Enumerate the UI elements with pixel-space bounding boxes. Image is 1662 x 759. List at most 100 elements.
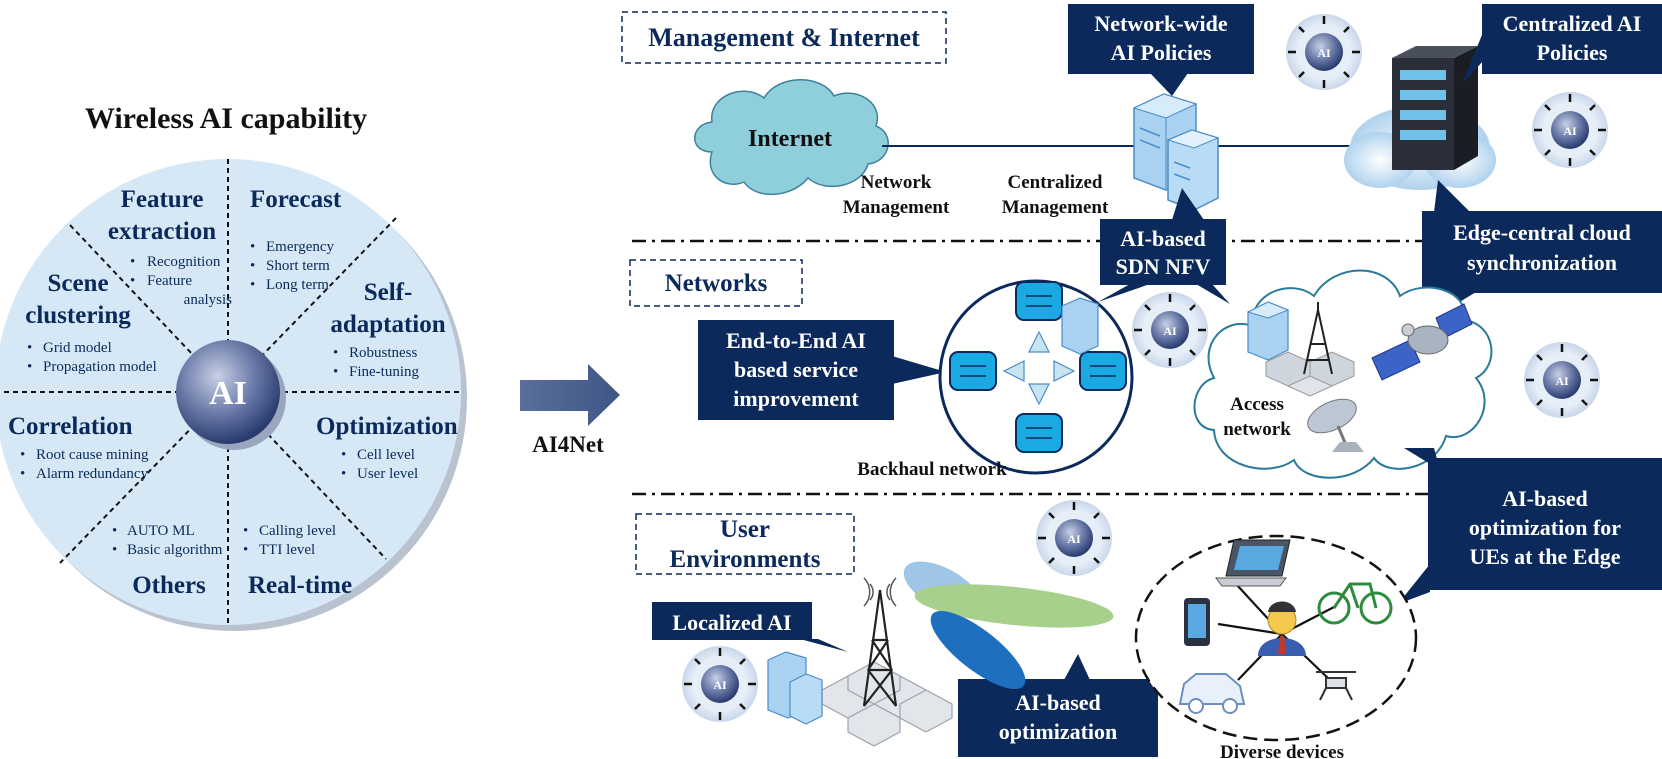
svg-text:AI: AI: [1555, 374, 1569, 388]
svg-text:•: •: [130, 254, 135, 270]
beam-2: [914, 584, 1114, 628]
svg-text:•: •: [341, 466, 346, 482]
correlation-item-2: Alarm redundancy: [36, 466, 149, 482]
callout-network-wide: Network-wide AI Policies: [1068, 4, 1254, 96]
sector-title-self-1: Self-: [364, 279, 413, 306]
laptop-icon: [1215, 539, 1291, 587]
svg-text:AI: AI: [1163, 324, 1177, 338]
svg-text:AI-based: AI-based: [1502, 486, 1588, 511]
layer-box-user-env: [635, 513, 855, 575]
sector-title-optimization: Optimization: [316, 413, 458, 440]
svg-text:improvement: improvement: [733, 386, 859, 411]
sector-title-correlation: Correlation: [8, 413, 133, 440]
ai-core-label: AI: [209, 375, 247, 412]
base-station-icon: [821, 577, 953, 747]
sector-title-others: Others: [132, 572, 206, 599]
layer-label-networks: Networks: [665, 270, 768, 297]
network-management-label-2: Management: [843, 197, 950, 218]
beam-3: [930, 610, 1026, 690]
svg-text:SDN NFV: SDN NFV: [1116, 254, 1211, 279]
ai-node-icon: AI: [1286, 14, 1362, 90]
correlation-item-1: Root cause mining: [36, 447, 149, 463]
svg-text:•: •: [27, 340, 32, 356]
bicycle-icon: [1317, 582, 1393, 625]
layer-separators: [632, 239, 1448, 496]
svg-text:optimization for: optimization for: [1469, 515, 1621, 540]
svg-text:AI: AI: [1563, 124, 1577, 138]
svg-text:AI: AI: [713, 678, 727, 692]
optimization-item-2: User level: [357, 466, 418, 482]
internet-label: Internet: [748, 126, 832, 152]
callout-localized-ai: Localized AI: [652, 602, 848, 652]
satellite-dish-icon: [1307, 398, 1364, 452]
others-item-2: Basic algorithm: [127, 542, 223, 558]
ai4net-label: AI4Net: [532, 432, 604, 457]
realtime-item-1: Calling level: [259, 523, 336, 539]
forecast-item-1: Emergency: [266, 239, 335, 255]
svg-text:optimization: optimization: [999, 719, 1118, 744]
satellite-icon: [1371, 303, 1473, 381]
diverse-devices-label: Diverse devices: [1220, 742, 1344, 759]
svg-text:•: •: [112, 523, 117, 539]
scene-item-2: Propagation model: [43, 359, 157, 375]
callout-edge-central: Edge-central cloud synchronization: [1422, 180, 1662, 314]
self-item-2: Fine-tuning: [349, 364, 419, 380]
drone-icon: [1316, 671, 1356, 701]
access-network-label-2: network: [1223, 419, 1291, 440]
feature-item-1: Recognition: [147, 254, 221, 270]
svg-text:•: •: [250, 277, 255, 293]
ai4net-arrow: [520, 364, 620, 426]
cloud-datacenter-icon: [1344, 46, 1496, 190]
svg-text:•: •: [243, 542, 248, 558]
central-server-icon: [1132, 93, 1220, 211]
forecast-item-2: Short term: [266, 258, 330, 274]
svg-text:AI: AI: [1067, 532, 1081, 546]
svg-text:•: •: [130, 273, 135, 289]
backhaul-label: Backhaul network: [857, 459, 1007, 480]
centralized-management-label-1: Centralized: [1008, 172, 1103, 193]
ai-node-icon: AI: [682, 646, 758, 722]
svg-text:•: •: [250, 239, 255, 255]
sector-title-realtime: Real-time: [248, 572, 352, 599]
svg-text:End-to-End AI: End-to-End AI: [726, 328, 866, 353]
access-network-label-1: Access: [1230, 394, 1284, 415]
user-avatar-icon: [1258, 601, 1306, 656]
svg-text:•: •: [333, 364, 338, 380]
svg-text:Network-wide: Network-wide: [1094, 11, 1227, 36]
backhaul-network-icon: [938, 279, 1134, 475]
optimization-item-1: Cell level: [357, 447, 415, 463]
svg-text:Centralized AI: Centralized AI: [1503, 11, 1642, 36]
callout-ai-optimization: AI-based optimization: [958, 654, 1158, 757]
feature-item-2: Feature: [147, 273, 192, 289]
svg-text:•: •: [333, 345, 338, 361]
callout-end-to-end: End-to-End AI based service improvement: [698, 320, 946, 420]
svg-text:•: •: [341, 447, 346, 463]
callout-ue-edge: AI-based optimization for UEs at the Edg…: [1398, 448, 1662, 604]
svg-text:•: •: [112, 542, 117, 558]
ai-node-icon: AI: [1036, 500, 1112, 576]
svg-text:AI Policies: AI Policies: [1111, 40, 1212, 65]
svg-text:AI: AI: [1317, 46, 1331, 60]
layer-box-management: [621, 11, 947, 64]
ai-node-icon: AI: [1524, 342, 1600, 418]
svg-text:•: •: [243, 523, 248, 539]
sector-title-forecast: Forecast: [250, 186, 342, 213]
wheel-title: Wireless AI capability: [85, 102, 367, 135]
ai-node-icon: AI: [1132, 292, 1208, 368]
sector-title-scene-2: clustering: [25, 302, 131, 329]
svg-text:Localized AI: Localized AI: [672, 610, 791, 635]
smartphone-icon: [1184, 598, 1210, 646]
centralized-management-label-2: Management: [1002, 197, 1109, 218]
layer-label-user-2: Environments: [670, 546, 821, 573]
svg-text:AI-based: AI-based: [1015, 690, 1101, 715]
callout-sdn-nfv: AI-based SDN NFV: [1098, 188, 1230, 304]
svg-text:AI-based: AI-based: [1120, 226, 1206, 251]
feature-item-3: analysis: [184, 292, 232, 308]
car-icon: [1178, 673, 1246, 714]
layer-box-networks: [629, 259, 803, 307]
svg-text:Edge-central cloud: Edge-central cloud: [1453, 220, 1631, 245]
callout-centralized-ai: Centralized AI Policies: [1462, 4, 1662, 84]
svg-text:synchronization: synchronization: [1467, 250, 1617, 275]
svg-text:•: •: [20, 447, 25, 463]
layer-label-user-1: User: [720, 516, 770, 543]
